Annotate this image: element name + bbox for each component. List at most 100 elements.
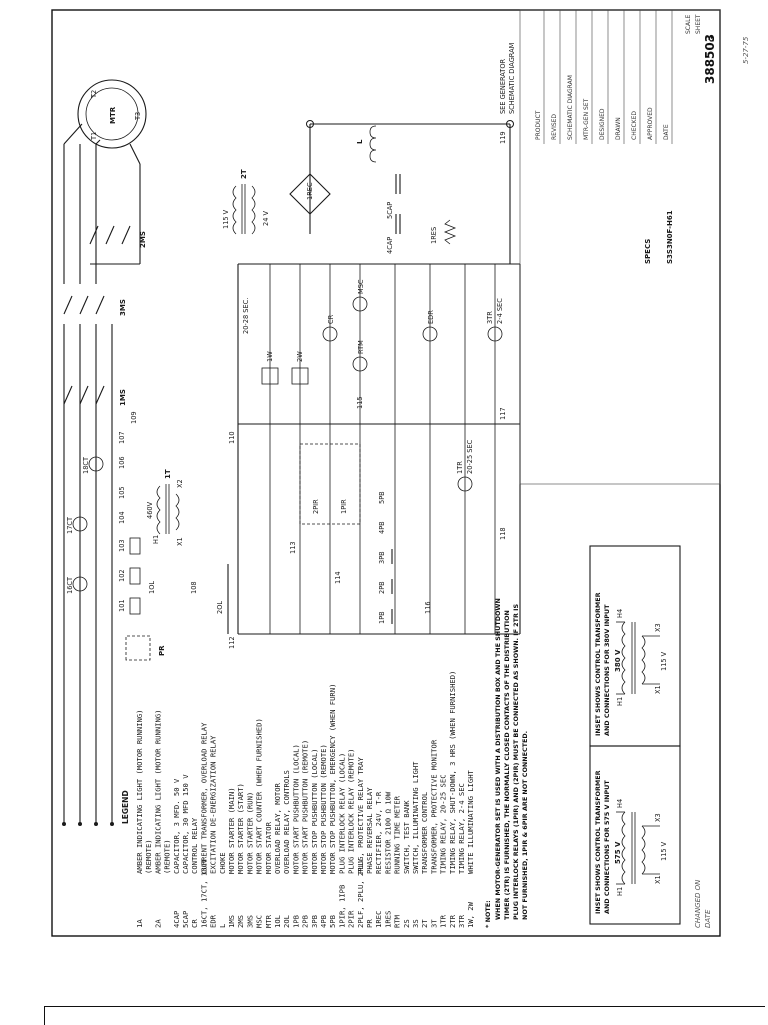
node-105: 105 (118, 486, 126, 499)
1t-primary (156, 485, 161, 535)
motor-label: MTR (109, 106, 117, 124)
legend-description: TIMING RELAY, 20-25 SEC (439, 774, 448, 874)
terminal-l3 (94, 822, 98, 826)
legend-code: CR (190, 919, 199, 928)
1t-secondary (175, 493, 180, 531)
inset-575-x3: X3 (654, 813, 662, 822)
legend-code: 4PB (319, 915, 328, 928)
inset-380-x1: X1 (654, 685, 662, 694)
next-sheet-edge (44, 1006, 765, 1025)
legend-code: L (218, 924, 227, 928)
legend-code: 5CAP (181, 911, 190, 928)
legend-code: 3PB (310, 915, 319, 928)
motor-lead-1 (63, 123, 83, 145)
3ms-contact-1 (63, 295, 73, 315)
coil-rtm (352, 356, 368, 372)
coil-3tr (487, 326, 503, 342)
legend-code: 3MS (245, 915, 254, 928)
inset-575-voltage: 575 V (614, 841, 622, 864)
legend-description: CURRENT TRANSFORMER, OVERLOAD RELAY (199, 722, 208, 874)
motor-stator-inner (85, 87, 139, 141)
title-block-row: MTR-GEN SET (583, 98, 590, 140)
stamp-line-1: CHANGED ON (694, 879, 702, 928)
note-line: NOT FURNISHED, 1PIR & 6PIR ARE NOT CONNE… (521, 731, 529, 920)
legend-code: 2T (420, 919, 429, 928)
legend-code: 2PLF, 2PLU, 2PLV (356, 858, 365, 928)
contactor-3ms: 3MS (63, 295, 127, 316)
legend-code: 5PB (328, 915, 337, 928)
node-104: 104 (118, 511, 126, 524)
legend-description: PLUG INTERLOCK RELAY (LOCAL) (337, 753, 346, 874)
legend-description: AMBER INDICATING LIGHT (MOTOR RUNNING) (135, 710, 144, 874)
legend-description: RESISTOR 2100 Ω 10W (383, 791, 392, 874)
node-103: 103 (118, 539, 126, 552)
1ms-contact-3 (95, 385, 105, 405)
ct-group: 16CT 17CT 18CT (66, 456, 104, 594)
legend-code: 4CAP (172, 911, 181, 928)
2ms-contact-1 (89, 225, 99, 245)
3pb-label: 3PB (378, 551, 386, 564)
phase-reversal-relay (125, 635, 151, 661)
node-106: 106 (118, 456, 126, 469)
title-scale: SCALE (685, 15, 692, 34)
gen-ref-2: SCHEMATIC DIAGRAM (508, 42, 516, 114)
legend-description: CAPACITOR, 3 MFD. 50 V (172, 778, 181, 874)
node-110: 110 (228, 431, 236, 444)
legend-description: (REMOTE) (144, 839, 153, 874)
legend-title: LEGEND (121, 790, 130, 824)
legend-code: 3TR (457, 914, 466, 928)
choke-l (369, 125, 377, 163)
inset-380-x3: X3 (654, 623, 662, 632)
title-block-row: REVISED (551, 114, 558, 140)
legend-code: 2TR (448, 914, 457, 928)
1res-label: 1RES (430, 227, 438, 244)
coil-msc (352, 296, 368, 312)
ct-16 (72, 576, 88, 592)
legend-code: 1PIR, 1IPB (337, 885, 346, 928)
inset-575-sec-voltage: 115 V (660, 841, 668, 861)
title-block-row: SCHEMATIC DIAGRAM (567, 75, 574, 140)
title-specs: SPECS (644, 239, 652, 264)
legend-code: 1W, 2W (466, 901, 475, 928)
2t-label: 2T (240, 169, 248, 179)
legend-description: CAPACITOR, 30 MFD 150 V (181, 774, 190, 874)
coil-cr (322, 326, 338, 342)
contactor-1ms: 1MS (63, 385, 127, 406)
coil-edr (422, 326, 438, 342)
legend-description: RUNNING TIME METER (393, 795, 402, 874)
note-mark: * NOTE: (484, 900, 492, 928)
1ms-label: 1MS (119, 389, 127, 406)
inset-380-box: INSET SHOWS CONTROL TRANSFORMER AND CONN… (589, 545, 681, 747)
460v-label: 460V (146, 501, 154, 519)
title-block-row: CHECKED (631, 111, 638, 140)
node-112: 112 (228, 636, 236, 649)
legend-description: EXCITATION DE-ENERGIZATION RELAY (209, 735, 218, 874)
1t-label: 1T (164, 469, 172, 479)
coil-1tr (457, 476, 473, 492)
node-101: 101 (118, 599, 126, 612)
legend-description: SWITCH, ILLUMINATING LIGHT (411, 761, 420, 874)
1t-h1: H1 (152, 535, 160, 544)
title-block-frame (519, 9, 721, 485)
cr-label: CR (327, 314, 335, 324)
legend-code: 1PB (291, 915, 300, 928)
3ms-contact-3 (95, 295, 105, 315)
motor-lead-3 (129, 143, 141, 165)
1res-resistor (443, 219, 457, 245)
legend-description: MOTOR STATOR (264, 821, 273, 874)
note-line: WHEN MOTOR-GENERATOR SET IS USED WITH A … (494, 598, 502, 920)
node-117: 117 (499, 407, 507, 420)
title-block-row: DATE (663, 124, 670, 140)
note-line: TIMER (2TR) IS FURNISHED, THE NORMALLY C… (503, 610, 511, 920)
node-102: 102 (118, 569, 126, 582)
pir-dashed-box (299, 443, 361, 525)
4pb-label: 4PB (378, 521, 386, 534)
node-116: 116 (424, 601, 432, 614)
stamp-line-2: DATE (704, 909, 712, 928)
title-block-row: APPROVED (647, 107, 654, 140)
legend-description: SWITCH, TEST BANK (402, 800, 411, 874)
